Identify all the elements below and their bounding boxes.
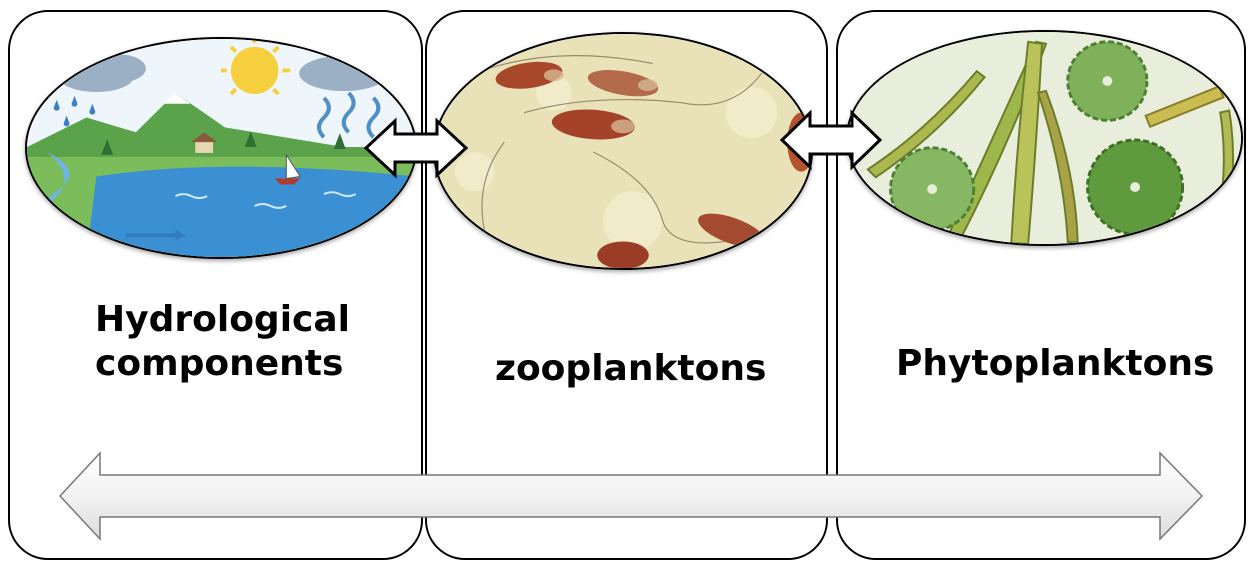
phytoplankton-micrograph: [846, 30, 1243, 246]
zooplankton-micrograph: [433, 32, 813, 270]
zooplanktons-label: zooplanktons: [495, 347, 766, 391]
water-cycle-illustration: [25, 37, 417, 259]
hydrological-components-label: Hydrological components: [95, 298, 350, 386]
hydrological-label-line1: Hydrological: [95, 298, 350, 342]
phytoplanktons-label: Phytoplanktons: [896, 342, 1214, 386]
hydrological-label-line2: components: [95, 342, 350, 386]
